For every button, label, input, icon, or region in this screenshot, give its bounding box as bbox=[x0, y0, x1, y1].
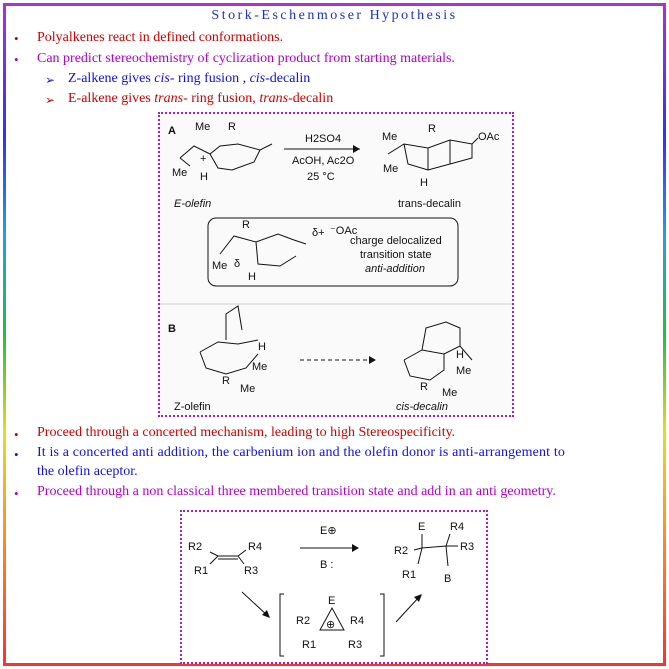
label-h: H bbox=[420, 177, 428, 189]
label-r4: R4 bbox=[450, 521, 464, 533]
label-delta: δ bbox=[234, 258, 240, 270]
label-r4: R4 bbox=[350, 615, 364, 627]
sub-bullet-text: E-alkene gives trans- ring fusion, trans… bbox=[68, 91, 334, 106]
label-plus: + bbox=[200, 153, 206, 165]
label-r2: R2 bbox=[188, 541, 202, 553]
label-r: R bbox=[222, 375, 230, 387]
label-me: Me bbox=[456, 365, 471, 377]
panel-a-label: A bbox=[168, 125, 176, 137]
label-e: E bbox=[328, 595, 335, 607]
figure-cyclization: A Me R Me H + H2SO4 AcOH, Ac2O 25 °C E-o… bbox=[158, 112, 514, 417]
cis-decalin-label: cis-decalin bbox=[396, 401, 448, 413]
label-h: H bbox=[258, 341, 266, 353]
bullet: • bbox=[14, 427, 19, 442]
label-b: B bbox=[444, 573, 451, 585]
label-r3: R3 bbox=[460, 541, 474, 553]
label-minus-oac: ⁻OAc bbox=[330, 225, 358, 237]
ts-caption: charge delocalized bbox=[350, 235, 442, 247]
bullet: • bbox=[14, 31, 19, 46]
anti-addition-scheme: R2 R4 R1 R3 E⊕ B : E R4 R2 R3 R1 B E ⊕ R… bbox=[188, 521, 474, 657]
label-oac: OAc bbox=[478, 131, 500, 143]
trans-decalin-label: trans-decalin bbox=[398, 198, 461, 210]
label-r2: R2 bbox=[394, 545, 408, 557]
arrow-bullet: ➢ bbox=[45, 73, 56, 87]
label-r1: R1 bbox=[302, 639, 316, 651]
label-r1: R1 bbox=[402, 569, 416, 581]
label-r2: R2 bbox=[296, 615, 310, 627]
bullet-text: Can predict stereochemistry of cyclizati… bbox=[37, 51, 455, 66]
label-e: E bbox=[418, 521, 425, 533]
z-olefin-structure bbox=[199, 305, 259, 375]
label-me: Me bbox=[195, 121, 210, 133]
transition-state-box bbox=[207, 217, 459, 287]
z-olefin-label: Z-olefin bbox=[174, 401, 211, 413]
ts-brackets bbox=[279, 593, 385, 657]
ts-structure bbox=[219, 233, 307, 267]
cis-decalin-structure bbox=[403, 321, 473, 381]
label-r: R bbox=[428, 123, 436, 135]
reagent: AcOH, Ac2O bbox=[292, 155, 355, 167]
bullet-text: It is a concerted anti addition, the car… bbox=[37, 445, 566, 460]
bullet: • bbox=[14, 447, 19, 462]
slide-title: Stork-Eschenmoser Hypothesis bbox=[211, 8, 458, 23]
reagent: H2SO4 bbox=[305, 133, 341, 145]
label-me: Me bbox=[240, 383, 255, 395]
figure-anti-addition: R2 R4 R1 R3 E⊕ B : E R4 R2 R3 R1 B E ⊕ R… bbox=[180, 510, 488, 664]
label-r3: R3 bbox=[244, 565, 258, 577]
label-r4: R4 bbox=[248, 541, 262, 553]
alkene-structure bbox=[209, 549, 247, 565]
bullet-text-continued: the olefin aceptor. bbox=[37, 464, 138, 479]
label-r: R bbox=[228, 121, 236, 133]
label-r1: R1 bbox=[194, 565, 208, 577]
label-me: Me bbox=[442, 387, 457, 399]
bullet-text: Polyalkenes react in defined conformatio… bbox=[37, 30, 284, 45]
label-electrophile: E⊕ bbox=[320, 525, 337, 537]
label-plus: ⊕ bbox=[326, 619, 335, 631]
reagent: 25 °C bbox=[307, 171, 335, 183]
label-me: Me bbox=[252, 361, 267, 373]
bullet-text: Proceed through a non classical three me… bbox=[37, 484, 556, 499]
cyclization-scheme: A Me R Me H + H2SO4 AcOH, Ac2O 25 °C E-o… bbox=[160, 121, 512, 413]
label-r3: R3 bbox=[348, 639, 362, 651]
bullet: • bbox=[14, 52, 19, 67]
e-olefin-structure bbox=[179, 143, 273, 171]
sub-bullet-text: Z-alkene gives cis- ring fusion , cis-de… bbox=[68, 71, 311, 86]
label-me: Me bbox=[382, 131, 397, 143]
label-h: H bbox=[248, 271, 256, 283]
ts-caption: anti-addition bbox=[365, 263, 425, 275]
arrow-bullet: ➢ bbox=[45, 93, 56, 107]
trans-decalin-structure bbox=[387, 137, 479, 171]
arrow-to-ts bbox=[241, 591, 269, 617]
label-base: B : bbox=[320, 559, 333, 571]
bullet: • bbox=[14, 486, 19, 501]
label-me: Me bbox=[172, 167, 187, 179]
panel-b-label: B bbox=[168, 323, 176, 335]
label-h: H bbox=[456, 349, 464, 361]
label-h: H bbox=[200, 171, 208, 183]
bridged-ion bbox=[319, 606, 345, 631]
label-r: R bbox=[242, 219, 250, 231]
label-r: R bbox=[420, 381, 428, 393]
bullet-text: Proceed through a concerted mechanism, l… bbox=[37, 425, 456, 440]
ts-caption: transition state bbox=[360, 249, 432, 261]
label-delta-plus: δ+ bbox=[312, 227, 325, 239]
label-me: Me bbox=[212, 260, 227, 272]
arrow-to-product bbox=[395, 595, 421, 623]
e-olefin-label: E-olefin bbox=[174, 198, 211, 210]
label-me: Me bbox=[383, 163, 398, 175]
product-structure bbox=[413, 533, 458, 567]
